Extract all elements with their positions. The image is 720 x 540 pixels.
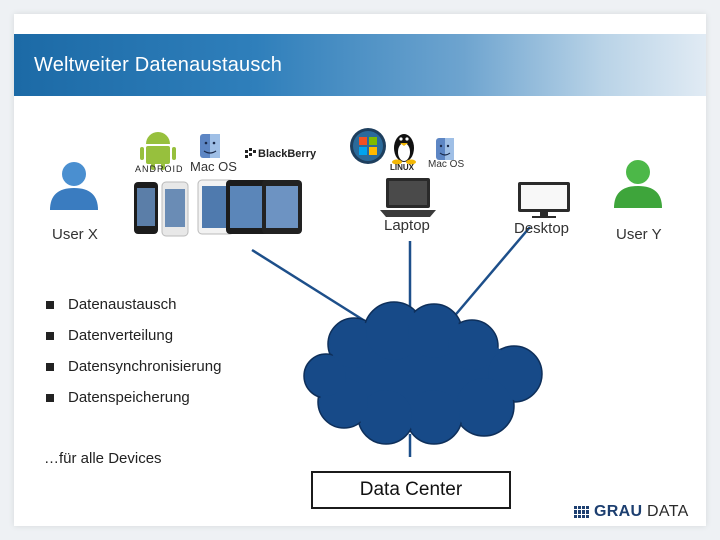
list-item: Datenspeicherung	[44, 389, 221, 420]
android-label: ANDROID	[135, 164, 184, 174]
connector-desktop-cloud	[445, 226, 531, 327]
laptop-icon	[380, 178, 436, 217]
feature-list: Datenaustausch Datenverteilung Datensync…	[44, 296, 221, 420]
macos-laptop-icon	[436, 138, 454, 160]
bullet-marker	[46, 394, 54, 402]
android-icon	[140, 132, 176, 170]
bullet-marker	[46, 363, 54, 371]
mobile-devices-icon	[134, 179, 302, 237]
slide: Weltweiter Datenaustausch	[14, 14, 706, 526]
user-x-label: User X	[52, 226, 98, 243]
windows-icon	[350, 128, 386, 164]
grau-data-logo: GRAU DATA	[574, 503, 689, 521]
slide-title: Weltweiter Datenaustausch	[34, 54, 283, 76]
data-center-label: Data Center	[359, 479, 463, 500]
user-x-icon	[50, 162, 98, 210]
linux-tux-icon	[392, 134, 416, 165]
list-item: Datenverteilung	[44, 327, 221, 358]
linux-label: LINUX	[390, 163, 414, 172]
blackberry-icon	[245, 148, 256, 158]
blackberry-label: BlackBerry	[258, 148, 317, 160]
data-center-box: Data Center	[311, 471, 511, 509]
list-item: Datenaustausch	[44, 296, 221, 327]
macos-label: Mac OS	[190, 159, 237, 174]
connector-mobile-cloud	[251, 248, 377, 330]
diagram-canvas	[50, 128, 662, 457]
desktop-monitor-icon	[518, 182, 570, 218]
user-y-icon	[614, 160, 662, 208]
user-y-label: User Y	[616, 226, 662, 243]
bullet-marker	[46, 332, 54, 340]
macos-laptop-label: Mac OS	[428, 159, 465, 170]
title-bar: Weltweiter Datenaustausch	[14, 34, 706, 96]
macos-icon	[200, 134, 220, 158]
bullet-marker	[46, 301, 54, 309]
laptop-label: Laptop	[384, 217, 430, 234]
list-item: Datensynchronisierung	[44, 358, 221, 389]
desktop-label: Desktop	[514, 220, 570, 237]
footnote: …für alle Devices	[44, 450, 162, 467]
logo-mark-icon	[574, 506, 590, 518]
